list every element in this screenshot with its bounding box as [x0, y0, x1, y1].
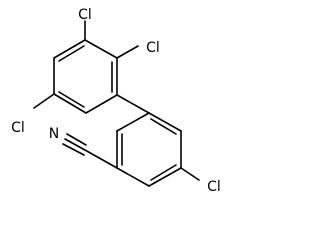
bond	[64, 138, 86, 151]
atom-label-cl-right: Cl	[207, 179, 221, 195]
bond	[62, 143, 85, 156]
bond	[53, 93, 87, 114]
atom-label-cl-top: Cl	[78, 7, 92, 23]
chlorophenyl-ring	[116, 112, 182, 187]
bond	[116, 167, 150, 187]
bond-to-cl-left	[33, 93, 55, 109]
atom-label-nitrile-n: N	[49, 126, 59, 142]
bond-ch2	[84, 149, 118, 169]
double-bond-inner	[150, 164, 177, 181]
bond	[85, 94, 118, 114]
double-bond-inner	[58, 91, 85, 108]
bond-to-cl-upper-right	[116, 45, 139, 59]
biaryl-bond	[116, 94, 150, 114]
bond	[66, 133, 87, 146]
bond-to-cl-right	[180, 167, 200, 181]
atom-label-cl-left: Cl	[11, 120, 25, 136]
bond	[148, 112, 182, 132]
bond	[53, 39, 86, 59]
double-bond-inner	[58, 45, 85, 62]
bond	[116, 112, 150, 132]
chemical-structure: Cl Cl Cl Cl N	[11, 7, 221, 195]
bond	[84, 39, 118, 59]
atom-label-cl-upper-right: Cl	[146, 40, 160, 56]
bond	[148, 167, 182, 187]
nitrile-triple-bond	[62, 133, 87, 156]
trichlorophenyl-ring	[53, 39, 118, 114]
double-bond-inner	[150, 118, 177, 135]
